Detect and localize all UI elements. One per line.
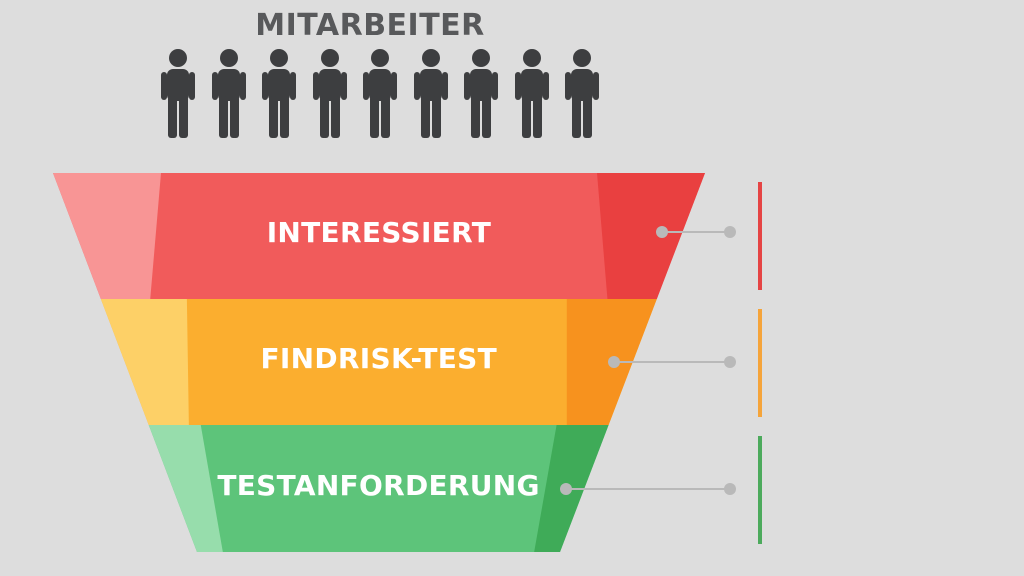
person-icon <box>564 48 600 140</box>
stage-label-findrisk-test: FINDRISK-TEST <box>260 342 498 375</box>
stage-bar-testanforderung <box>758 436 762 544</box>
connector-dot-interessiert-end <box>724 226 736 238</box>
funnel-stage-findrisk-test-highlight <box>100 299 189 425</box>
stage-label-testanforderung: TESTANFORDERUNG <box>217 468 540 502</box>
person-icon <box>514 48 550 140</box>
connector-dot-findrisk-test-start <box>608 356 620 368</box>
person-icon <box>463 48 499 140</box>
page-title: MITARBEITER <box>255 8 485 43</box>
funnel-stage-testanforderung-highlight <box>148 425 223 552</box>
person-icon <box>211 48 247 140</box>
people-row <box>160 48 600 140</box>
person-icon <box>413 48 449 140</box>
stage-bar-interessiert <box>758 182 762 290</box>
stage-label-interessiert: INTERESSIERT <box>266 216 492 249</box>
person-icon <box>362 48 398 140</box>
funnel-stage-findrisk-test <box>100 299 657 425</box>
funnel-stage-interessiert-shade <box>597 173 705 299</box>
connector-dot-interessiert-start <box>656 226 668 238</box>
connector-dot-testanforderung-start <box>560 483 572 495</box>
funnel-stage-interessiert <box>53 173 705 299</box>
funnel-stage-testanforderung <box>148 425 609 552</box>
connector-dot-testanforderung-end <box>724 483 736 495</box>
connector-dot-findrisk-test-end <box>724 356 736 368</box>
person-icon <box>160 48 196 140</box>
person-icon <box>312 48 348 140</box>
person-icon <box>261 48 297 140</box>
stage-bar-findrisk-test <box>758 309 762 417</box>
funnel-stage-interessiert-highlight <box>53 173 161 299</box>
